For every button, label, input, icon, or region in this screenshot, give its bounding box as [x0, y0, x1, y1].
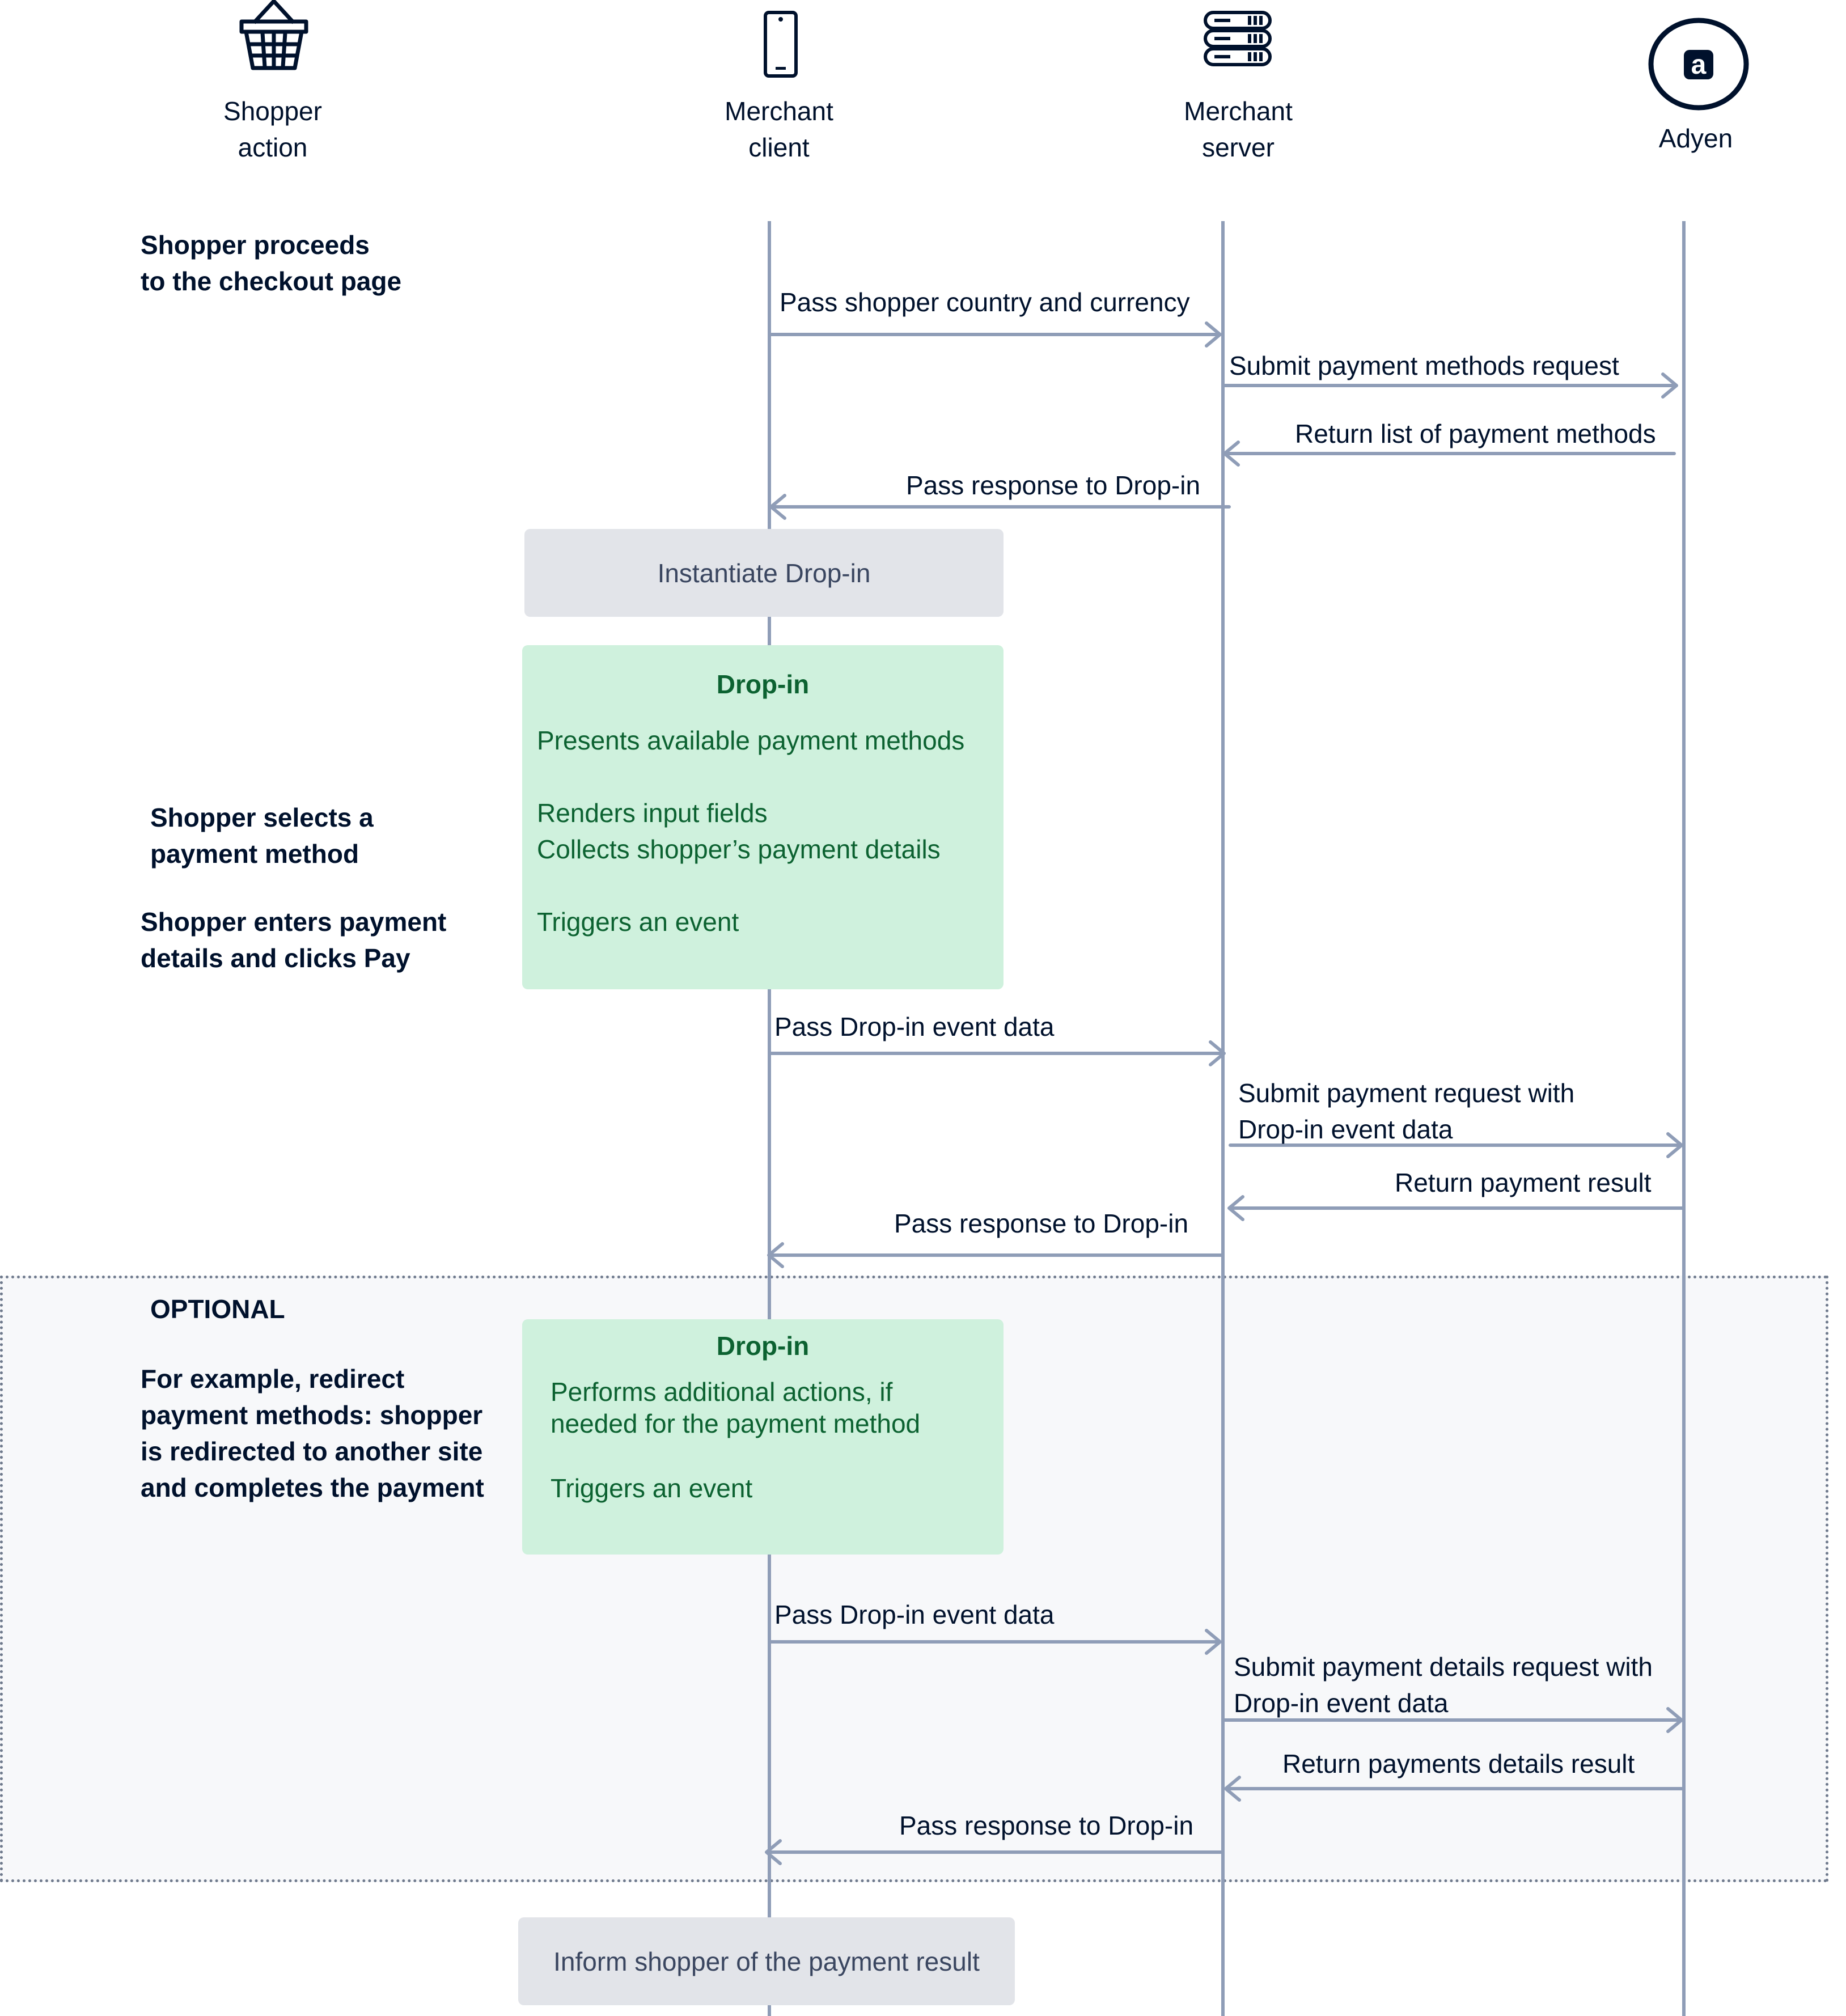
inform-shopper-label: Inform shopper of the payment result — [553, 1946, 980, 1976]
actor-adyen: Adyen — [1582, 120, 1809, 156]
message-m7: Return payment result — [1395, 1168, 1652, 1197]
step-redirect-line1: For example, redirect — [141, 1364, 405, 1394]
dropin-box-1-line4: Triggers an event — [537, 907, 739, 937]
lifeline-merchant-client — [768, 221, 771, 2016]
dropin-box-2-line3: Triggers an event — [551, 1473, 753, 1503]
actor-shopper-line1: Shopper — [223, 96, 322, 126]
arrow-m10 — [1221, 1707, 1683, 1733]
dropin-box-2: Drop-in Performs additional actions, if … — [522, 1319, 1004, 1555]
arrow-m1 — [768, 321, 1222, 348]
step-checkout: Shopper proceeds to the checkout page — [141, 227, 401, 299]
arrow-m6 — [1229, 1132, 1683, 1158]
arrow-m4 — [769, 494, 1231, 520]
actor-server-line1: Merchant — [1184, 96, 1293, 126]
dropin-box-2-line1: Performs additional actions, if — [551, 1377, 893, 1407]
message-m3: Return list of payment methods — [1295, 419, 1656, 448]
step-enter-line1: Shopper enters payment — [141, 907, 447, 937]
dropin-box-1-line3: Collects shopper’s payment details — [537, 835, 941, 864]
step-select-line1: Shopper selects a — [150, 803, 374, 832]
message-m4: Pass response to Drop-in — [906, 471, 1201, 500]
step-redirect-line3: is redirected to another site — [141, 1437, 483, 1466]
message-m12: Pass response to Drop-in — [899, 1811, 1194, 1840]
message-m10-line2: Drop-in event data — [1234, 1688, 1449, 1718]
actor-server-line2: server — [1202, 133, 1275, 162]
message-m10-line1: Submit payment details request with — [1234, 1652, 1653, 1682]
dropin-box-2-title: Drop-in — [716, 1331, 810, 1361]
lifeline-adyen — [1682, 221, 1686, 2016]
step-select-line2: payment method — [150, 839, 359, 869]
message-m6-line1: Submit payment request with — [1238, 1078, 1575, 1108]
actor-client-line2: client — [748, 133, 810, 162]
arrow-m3 — [1223, 441, 1676, 467]
message-m10: Submit payment details request with Drop… — [1234, 1649, 1653, 1721]
arrow-m5 — [768, 1040, 1226, 1066]
optional-heading: OPTIONAL — [150, 1294, 285, 1324]
actor-shopper: Shopper action — [159, 93, 386, 166]
step-redirect-line4: and completes the payment — [141, 1473, 484, 1502]
actor-client-line1: Merchant — [725, 96, 833, 126]
dropin-box-1: Drop-in Presents available payment metho… — [522, 645, 1004, 989]
dropin-box-1-title: Drop-in — [716, 670, 810, 699]
svg-text:a: a — [1691, 50, 1707, 80]
step-select-method: Shopper selects a payment method — [150, 799, 374, 872]
lifeline-merchant-server — [1221, 221, 1225, 2016]
arrow-m11 — [1224, 1776, 1684, 1802]
message-m2: Submit payment methods request — [1229, 351, 1619, 380]
step-checkout-line2: to the checkout page — [141, 266, 402, 296]
dropin-box-2-line2: needed for the payment method — [551, 1409, 921, 1438]
actor-shopper-line2: action — [238, 133, 308, 162]
dropin-box-1-line1: Presents available payment methods — [537, 726, 965, 755]
step-redirect: For example, redirect payment methods: s… — [141, 1361, 484, 1506]
message-m6-line2: Drop-in event data — [1238, 1115, 1453, 1144]
actor-adyen-label: Adyen — [1658, 124, 1733, 153]
adyen-logo-icon: a — [1648, 18, 1749, 111]
mobile-phone-icon — [764, 11, 798, 78]
arrow-m9 — [768, 1629, 1222, 1655]
message-m9: Pass Drop-in event data — [774, 1600, 1055, 1629]
server-stack-icon — [1204, 11, 1272, 66]
arrow-m12 — [765, 1839, 1223, 1865]
step-redirect-line2: payment methods: shopper — [141, 1400, 483, 1430]
shopping-basket-icon — [239, 0, 308, 70]
step-checkout-line1: Shopper proceeds — [141, 230, 370, 260]
message-m8: Pass response to Drop-in — [894, 1209, 1189, 1238]
actor-merchant-client: Merchant client — [666, 93, 892, 166]
arrow-m7 — [1227, 1195, 1684, 1221]
message-m11: Return payments details result — [1282, 1749, 1635, 1778]
arrow-m8 — [767, 1242, 1223, 1268]
step-enter-details: Shopper enters payment details and click… — [141, 904, 446, 976]
arrow-m2 — [1221, 372, 1678, 399]
instantiate-dropin-label: Instantiate Drop-in — [657, 558, 871, 588]
step-enter-line2: details and clicks Pay — [141, 943, 410, 973]
message-m1: Pass shopper country and currency — [780, 287, 1190, 317]
message-m6: Submit payment request with Drop-in even… — [1238, 1075, 1574, 1147]
inform-shopper-box: Inform shopper of the payment result — [518, 1917, 1015, 2005]
dropin-box-1-line2: Renders input fields — [537, 798, 768, 828]
actor-merchant-server: Merchant server — [1125, 93, 1352, 166]
instantiate-dropin-box: Instantiate Drop-in — [524, 529, 1004, 617]
message-m5: Pass Drop-in event data — [774, 1012, 1055, 1041]
